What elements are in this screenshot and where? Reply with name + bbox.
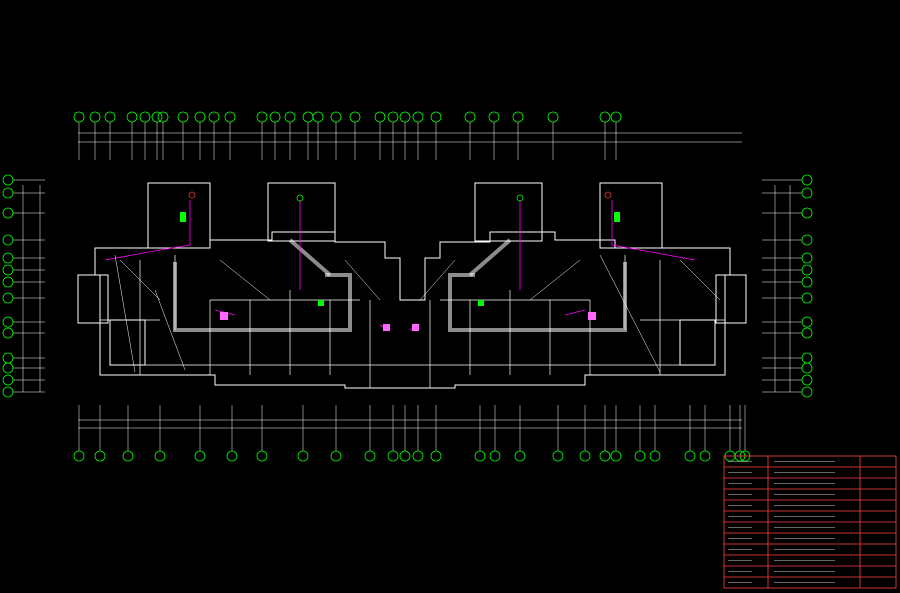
axis-bubble-bottom — [634, 450, 646, 462]
axis-bubble-top — [512, 111, 524, 123]
axis-bubble-bottom — [73, 450, 85, 462]
axis-bubble-bottom — [412, 450, 424, 462]
axis-bubble-top — [399, 111, 411, 123]
axis-bubble-left — [2, 386, 14, 398]
axis-bubble-bottom — [122, 450, 134, 462]
axis-bubble-right — [801, 374, 813, 386]
axis-bubble-left — [2, 327, 14, 339]
axis-bubble-left — [2, 207, 14, 219]
axis-bubble-bottom — [514, 450, 526, 462]
axis-bubble-top — [284, 111, 296, 123]
stair-core — [147, 182, 211, 249]
axis-bubble-bottom — [399, 450, 411, 462]
axis-bubble-right — [801, 386, 813, 398]
hatched-wall-bands — [173, 238, 627, 332]
axis-bubble-right — [801, 264, 813, 276]
axis-bubble-top — [430, 111, 442, 123]
axis-grid-bubbles — [2, 111, 813, 462]
axis-bubble-top — [104, 111, 116, 123]
axis-bubble-top — [194, 111, 206, 123]
axis-bubble-bottom — [599, 450, 611, 462]
axis-bubble-left — [2, 174, 14, 186]
axis-bubble-bottom — [579, 450, 591, 462]
axis-bubble-top — [269, 111, 281, 123]
axis-bubble-top — [547, 111, 559, 123]
building-outline — [94, 231, 731, 389]
axis-bubble-right — [801, 362, 813, 374]
dimension-lines — [13, 122, 802, 451]
axis-bubble-right — [801, 292, 813, 304]
axis-bubble-right — [801, 327, 813, 339]
axis-bubble-bottom — [552, 450, 564, 462]
axis-bubble-top — [464, 111, 476, 123]
axis-bubble-left — [2, 252, 14, 264]
axis-bubble-left — [2, 374, 14, 386]
axis-bubble-bottom — [489, 450, 501, 462]
axis-bubble-bottom — [610, 450, 622, 462]
axis-bubble-bottom — [387, 450, 399, 462]
axis-bubble-top — [73, 111, 85, 123]
balcony — [109, 319, 146, 366]
axis-bubble-left — [2, 234, 14, 246]
axis-bubble-top — [599, 111, 611, 123]
balcony — [77, 274, 109, 324]
axis-bubble-top — [387, 111, 399, 123]
axis-bubble-top — [349, 111, 361, 123]
axis-bubble-top — [126, 111, 138, 123]
axis-bubble-right — [801, 276, 813, 288]
axis-bubble-right — [801, 252, 813, 264]
axis-bubble-left — [2, 264, 14, 276]
axis-bubble-right — [801, 174, 813, 186]
axis-bubble-top — [256, 111, 268, 123]
axis-bubble-bottom — [430, 450, 442, 462]
axis-bubble-top — [374, 111, 386, 123]
axis-bubble-bottom — [330, 450, 342, 462]
axis-bubble-left — [2, 292, 14, 304]
axis-bubble-right — [801, 187, 813, 199]
axis-bubble-bottom — [226, 450, 238, 462]
balcony — [715, 274, 747, 324]
axis-bubble-bottom — [94, 450, 106, 462]
axis-bubble-top — [312, 111, 324, 123]
axis-bubble-bottom — [684, 450, 696, 462]
axis-bubble-top — [330, 111, 342, 123]
title-block-text — [728, 461, 835, 583]
axis-bubble-top — [488, 111, 500, 123]
axis-bubble-top — [177, 111, 189, 123]
axis-bubble-top — [412, 111, 424, 123]
floor-plan — [77, 182, 747, 389]
axis-bubble-bottom — [154, 450, 166, 462]
axis-bubble-bottom — [364, 450, 376, 462]
stair-core — [267, 182, 336, 242]
axis-bubble-left — [2, 362, 14, 374]
axis-bubble-top — [89, 111, 101, 123]
device-symbols — [180, 191, 620, 331]
axis-bubble-bottom — [256, 450, 268, 462]
axis-bubble-top — [610, 111, 622, 123]
circuit-diagonals — [114, 254, 721, 373]
axis-bubble-left — [2, 187, 14, 199]
axis-bubble-left — [2, 276, 14, 288]
axis-bubble-bottom — [649, 450, 661, 462]
axis-bubble-top — [157, 111, 169, 123]
axis-bubble-right — [801, 234, 813, 246]
title-block[interactable] — [723, 455, 897, 589]
axis-bubble-left — [2, 316, 14, 328]
axis-bubble-bottom — [297, 450, 309, 462]
axis-bubble-bottom — [699, 450, 711, 462]
axis-bubble-bottom — [194, 450, 206, 462]
axis-bubble-right — [801, 316, 813, 328]
axis-bubble-right — [801, 207, 813, 219]
axis-bubble-top — [208, 111, 220, 123]
axis-bubble-top — [151, 111, 163, 123]
balcony — [679, 319, 716, 366]
axis-bubble-top — [139, 111, 151, 123]
axis-bubble-top — [224, 111, 236, 123]
axis-bubble-bottom — [474, 450, 486, 462]
